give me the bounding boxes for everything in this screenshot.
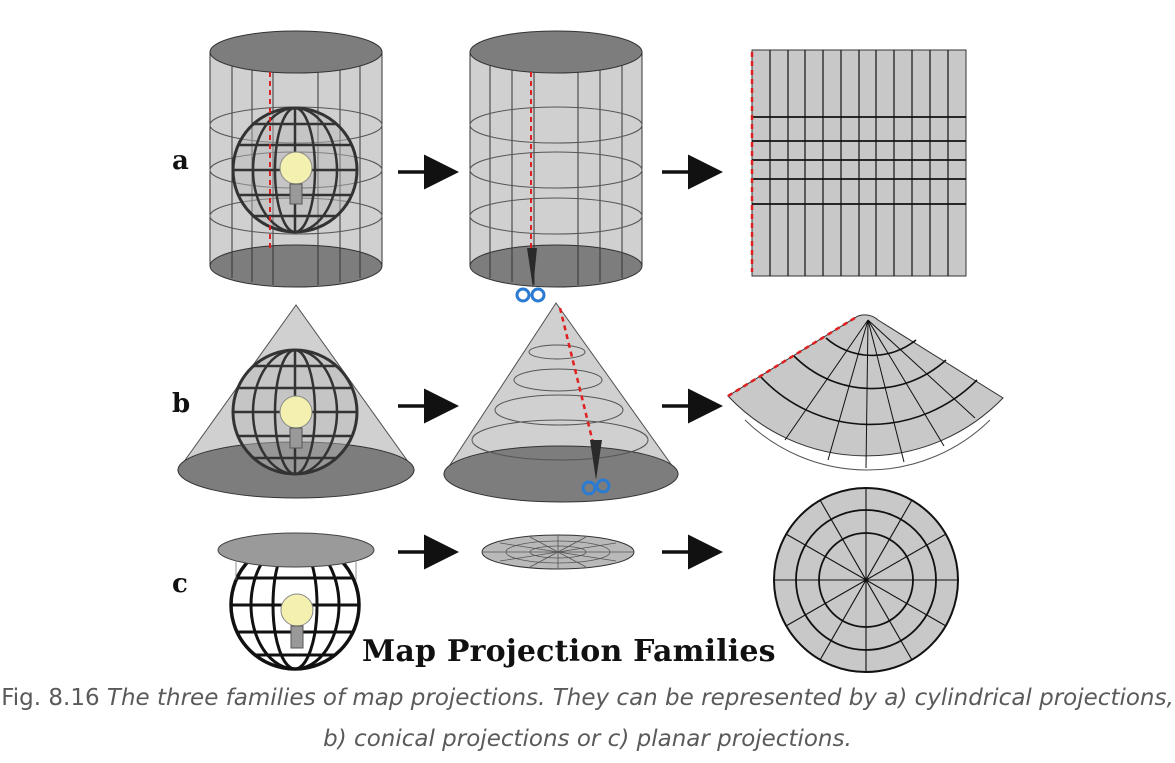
map-projection-diagram [177, 30, 1004, 673]
scissors-icon [581, 440, 611, 496]
cylindrical-map-grid [750, 49, 967, 277]
row-label-planar: c [172, 569, 188, 599]
cone-cut [443, 302, 679, 503]
planar-map-disc [773, 487, 959, 673]
figure-caption: Fig. 8.16 The three families of map proj… [0, 678, 1175, 760]
row-label-conical: b [172, 389, 191, 419]
cylinder-with-globe [209, 30, 383, 288]
caption-text: The three families of map projections. T… [106, 685, 1174, 752]
lightbulb-icon [280, 593, 314, 649]
plane-with-globe [217, 532, 375, 671]
row-label-cylindrical: a [172, 146, 189, 176]
flat-disc [481, 534, 635, 570]
lightbulb-icon [279, 395, 313, 449]
cylinder-cut [469, 30, 643, 303]
lightbulb-icon [279, 151, 313, 205]
scissors-icon [515, 248, 546, 303]
figure-title: Map Projection Families [362, 634, 776, 669]
conical-map-fan [727, 314, 1004, 471]
figure-number: Fig. 8.16 [1, 685, 100, 711]
cone-with-globe [177, 304, 415, 499]
